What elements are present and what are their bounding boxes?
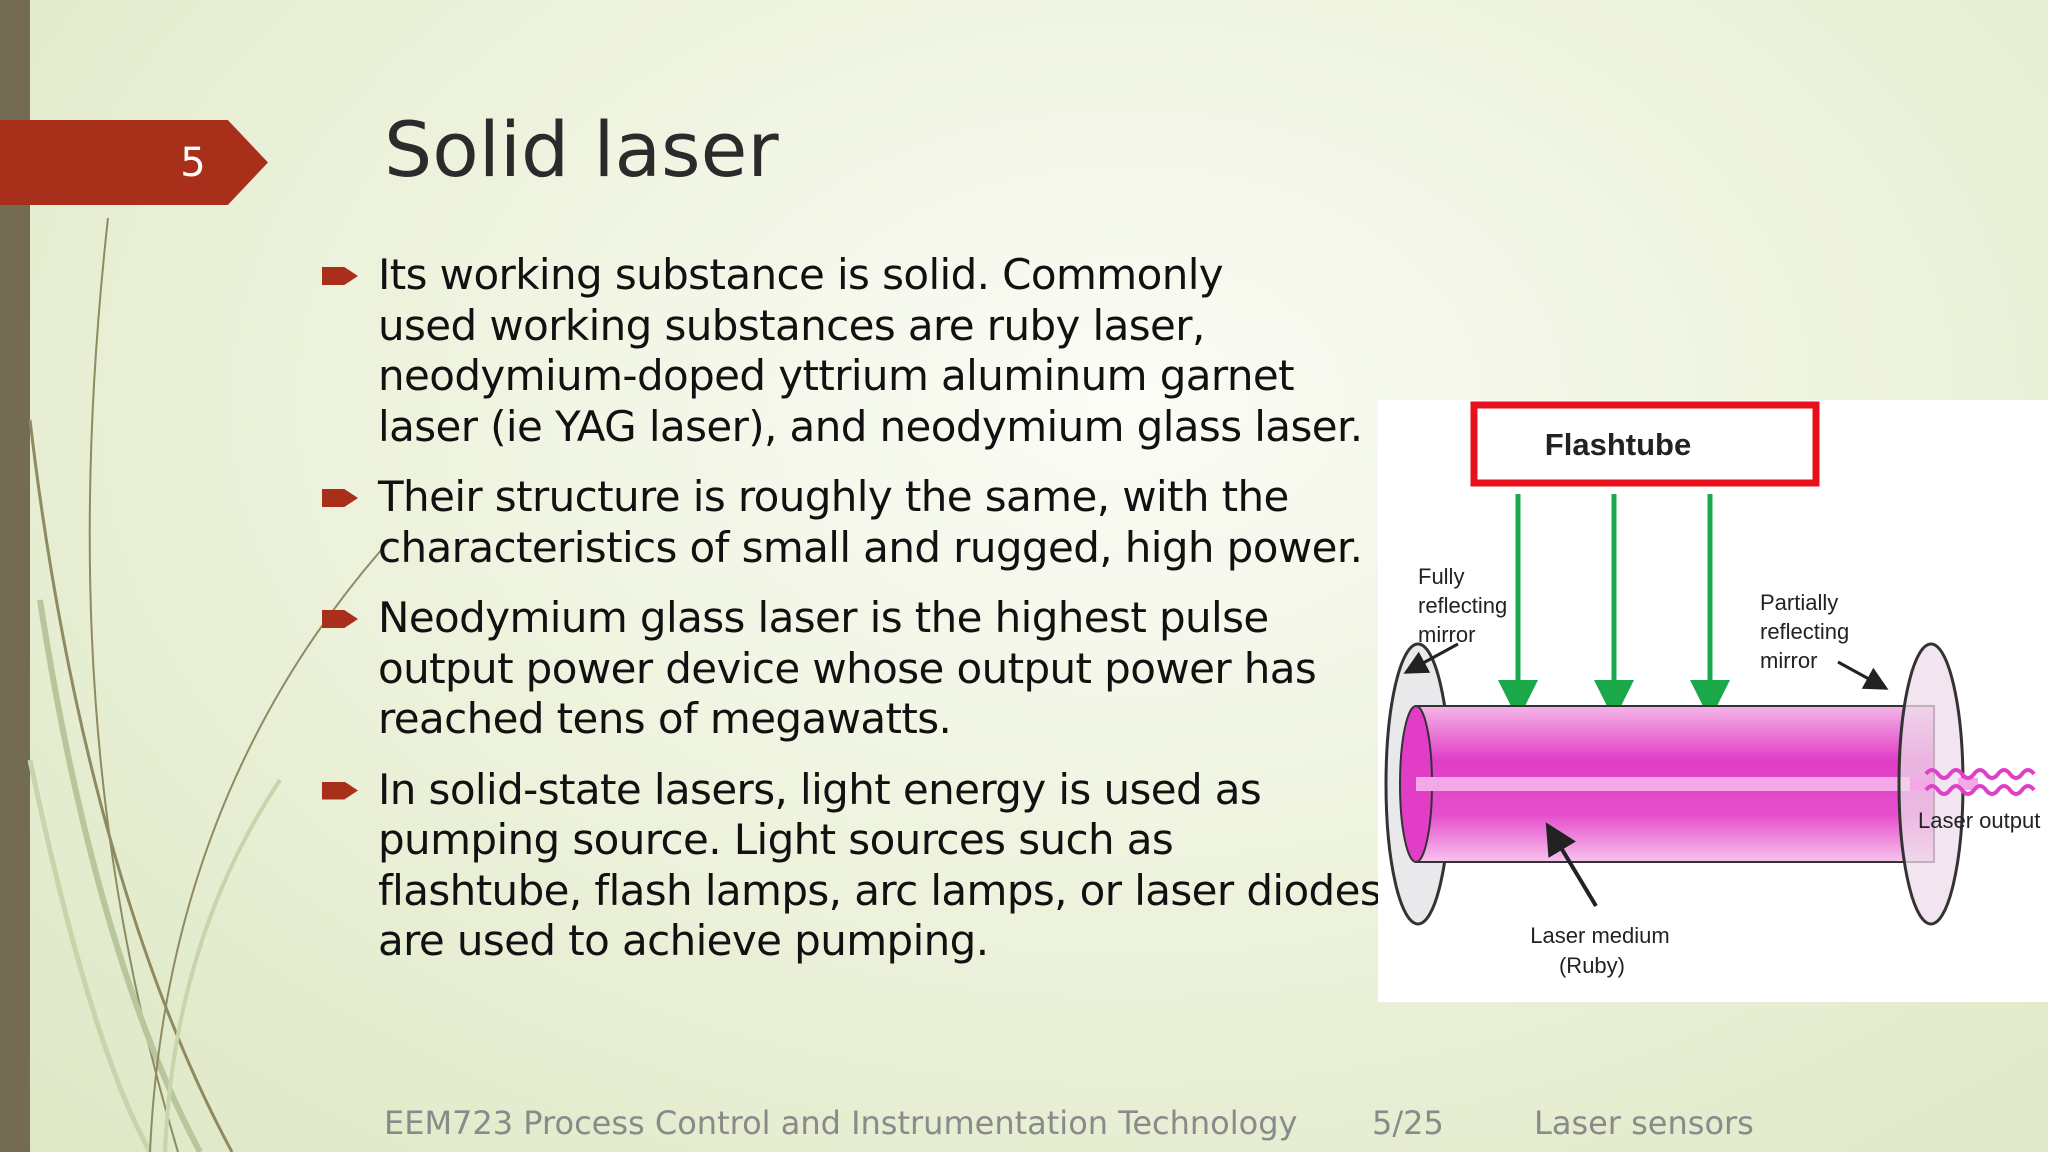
- bullet-line: used working substances are ruby laser,: [378, 300, 1205, 350]
- footer-topic: Laser sensors: [1534, 1104, 1754, 1142]
- fully-reflecting-label-line: reflecting: [1418, 593, 1507, 618]
- slide-title: Solid laser: [384, 105, 779, 194]
- bullet-line: pumping source. Light sources such as: [378, 815, 1174, 864]
- pointer-arrow-icon: [1545, 822, 1598, 908]
- bullet-line: Their structure is roughly the same, wit…: [378, 472, 1289, 521]
- bullet-arrow-icon: [322, 610, 358, 628]
- bullet-list: Its working substance is solid. Commonly…: [322, 250, 1382, 987]
- pointer-arrow-icon: [1837, 660, 1889, 690]
- laser-output-label: Laser output: [1918, 808, 2040, 833]
- laser-output-wave-icon: [1924, 768, 2036, 780]
- partially-reflecting-label-line: mirror: [1760, 648, 1817, 673]
- bullet-arrow-icon: [322, 489, 358, 507]
- flashtube-box: [1470, 401, 1820, 487]
- bullet-line: laser (ie YAG laser), and neodymium glas…: [378, 401, 1363, 451]
- bullet-item: Their structure is roughly the same, wit…: [322, 472, 1382, 573]
- bullet-line: Its working substance is solid. Commonly: [378, 250, 1224, 299]
- bullet-item: Neodymium glass laser is the highest pul…: [322, 593, 1382, 745]
- slide-number-tab: [0, 120, 268, 205]
- partially-reflecting-label-line: Partially: [1760, 590, 1838, 615]
- bullet-line: output power device whose output power h…: [378, 643, 1317, 693]
- footer-page-number: 5/25: [1372, 1104, 1444, 1142]
- bullet-arrow-icon: [322, 267, 358, 285]
- decorative-curves: [27, 217, 391, 1152]
- slide-number: 5: [180, 140, 206, 186]
- flashtube-label: Flashtube: [1545, 427, 1691, 462]
- partially-reflecting-label-line: reflecting: [1760, 619, 1849, 644]
- bullet-item: In solid-state lasers, light energy is u…: [322, 765, 1382, 967]
- bullet-line: flashtube, flash lamps, arc lamps, or la…: [378, 865, 1382, 915]
- fully-reflecting-label-line: Fully: [1418, 564, 1464, 589]
- bullet-line: reached tens of megawatts.: [378, 694, 952, 743]
- laser-medium-label-line: (Ruby): [1559, 953, 1625, 978]
- bullet-line: Neodymium glass laser is the highest pul…: [378, 593, 1269, 642]
- pointer-arrow-icon: [1403, 642, 1459, 674]
- laser-medium-label-line: Laser medium: [1530, 923, 1669, 948]
- bullet-line: In solid-state lasers, light energy is u…: [378, 764, 1262, 814]
- laser-output-wave-icon: [1924, 784, 2036, 796]
- laser-diagram-svg: Flashtube Fully reflecting mirror Partia…: [1384, 401, 2040, 978]
- bullet-line: neodymium-doped yttrium aluminum garnet: [378, 351, 1295, 400]
- laser-diagram: Flashtube Fully reflecting mirror Partia…: [1378, 400, 2048, 1002]
- footer-course: EEM723 Process Control and Instrumentati…: [384, 1104, 1298, 1142]
- fully-reflecting-label-line: mirror: [1418, 622, 1475, 647]
- bullet-arrow-icon: [322, 781, 358, 800]
- bullet-line: are used to achieve pumping.: [378, 916, 989, 965]
- bullet-line: characteristics of small and rugged, hig…: [378, 522, 1363, 572]
- bullet-item: Its working substance is solid. Commonly…: [322, 250, 1382, 452]
